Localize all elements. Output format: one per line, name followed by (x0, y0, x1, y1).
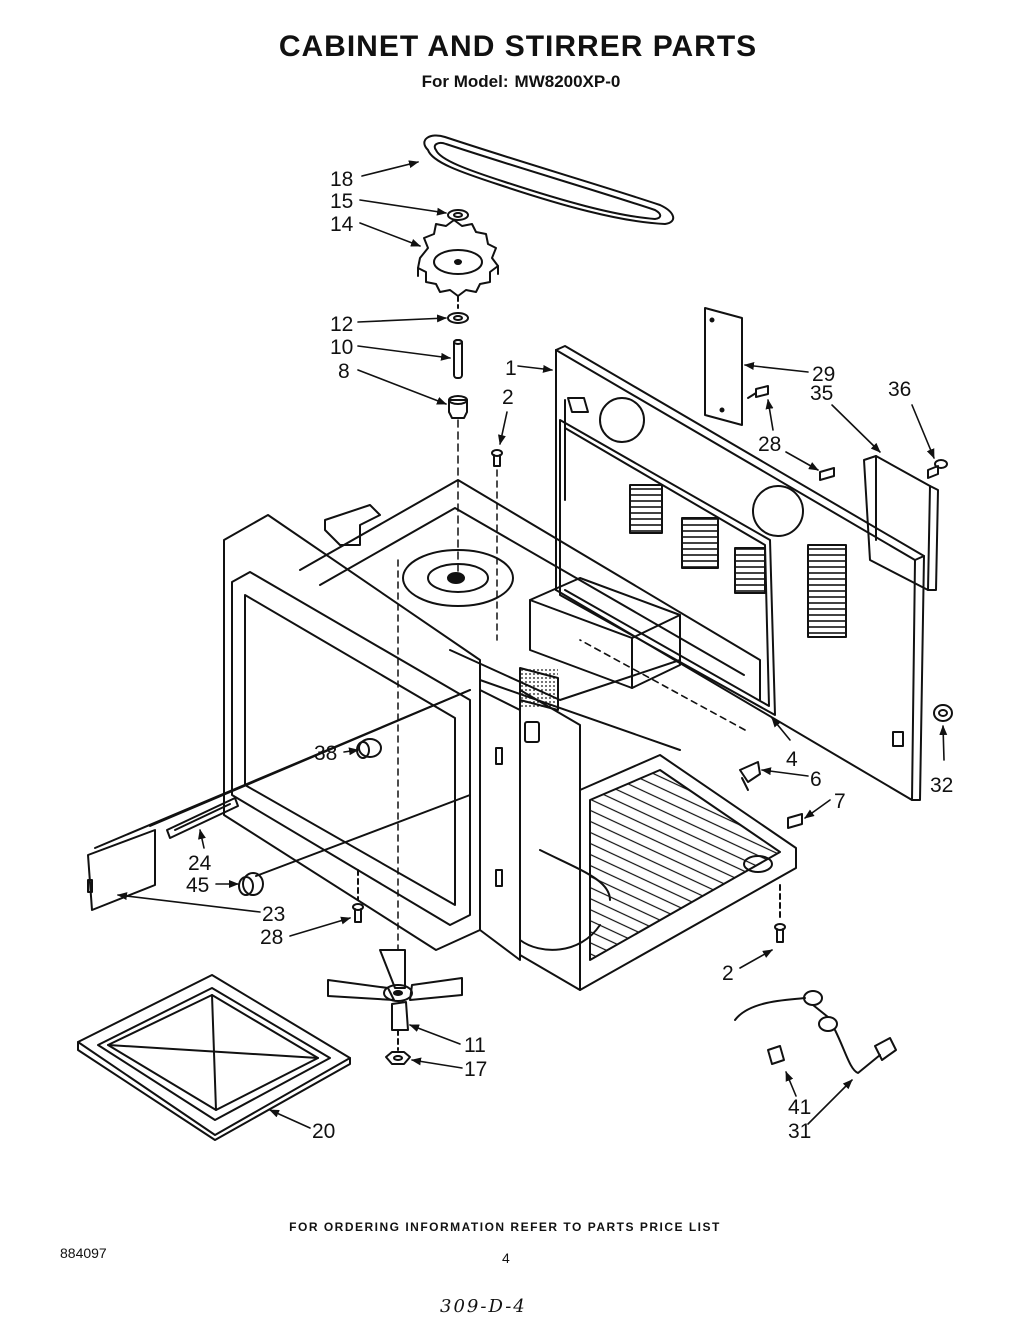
latch-bar-part (166, 797, 239, 839)
callout-10: 10 (330, 336, 353, 359)
callout-24: 24 (188, 852, 212, 875)
screw-top-part (491, 449, 503, 467)
document-number: 884097 (60, 1245, 107, 1261)
screw-28-top-part (747, 385, 769, 399)
handwritten-code: 309-D-4 (440, 1296, 527, 1317)
base-plate-part (579, 754, 797, 991)
callout-20: 20 (312, 1120, 335, 1143)
callout-2-top: 2 (502, 386, 514, 409)
cabinet-wrapper-part (555, 345, 925, 801)
callout-11: 11 (464, 1034, 486, 1057)
callout-17: 17 (464, 1058, 487, 1081)
callout-labels: 18 15 14 12 10 8 2 1 29 35 36 28 4 6 7 3… (186, 168, 953, 1143)
cover-plate-part (704, 307, 743, 426)
model-label: For Model: (421, 72, 509, 91)
pulley-part (417, 219, 499, 297)
stirrer-blade-part (327, 949, 463, 1031)
ordering-info: FOR ORDERING INFORMATION REFER TO PARTS … (289, 1220, 721, 1234)
front-frame-part (223, 514, 521, 961)
callout-45: 45 (186, 874, 209, 897)
cavity-frame-part (559, 419, 847, 716)
screw-7-part (787, 813, 803, 829)
callout-38: 38 (314, 742, 337, 765)
screw-2-bottom-part (774, 923, 786, 943)
callout-28-bottom: 28 (260, 926, 283, 949)
bottom-tray-part (77, 974, 351, 1141)
callout-41: 41 (788, 1096, 811, 1119)
callout-18: 18 (330, 168, 353, 191)
callout-14: 14 (330, 213, 354, 236)
bearing-part (448, 395, 468, 419)
leader-lines (117, 160, 948, 1129)
screw-28-mid-part (819, 467, 835, 481)
callout-23: 23 (262, 903, 285, 926)
model-number: MW8200XP-0 (514, 72, 621, 91)
bracket-part (863, 455, 939, 591)
grommet-part (933, 704, 953, 722)
callout-4: 4 (786, 748, 798, 771)
callout-32: 32 (930, 774, 953, 797)
door-panel-part (87, 829, 156, 911)
callout-15: 15 (330, 190, 353, 213)
clip-part (447, 209, 469, 221)
callout-28-top: 28 (758, 433, 781, 456)
belt-part (423, 134, 675, 225)
callout-2-bottom: 2 (722, 962, 734, 985)
screw-36-part (927, 459, 948, 479)
callout-35: 35 (810, 382, 833, 405)
screw-28-bottom-part (352, 903, 364, 923)
page-title: CABINET AND STIRRER PARTS (278, 30, 758, 63)
callout-1: 1 (505, 357, 517, 380)
callout-29: 29 (812, 363, 835, 386)
callout-36: 36 (888, 378, 911, 401)
knob-45-part (238, 872, 264, 896)
nut-part (385, 1051, 411, 1065)
washer-part (447, 312, 469, 324)
callout-6: 6 (810, 768, 822, 791)
knob-38-part (356, 738, 382, 759)
cord-clamp-part (767, 1045, 785, 1065)
callout-12: 12 (330, 313, 353, 336)
power-cord-part (734, 990, 897, 1074)
model-subtitle: For Model: MW8200XP-0 (0, 72, 1036, 92)
clip-6-part (739, 761, 761, 791)
shaft-part (453, 339, 463, 379)
oven-cavity-part (299, 479, 761, 751)
callout-7: 7 (834, 790, 846, 813)
callout-8: 8 (338, 360, 350, 383)
page-number: 4 (502, 1250, 510, 1266)
callout-31: 31 (788, 1120, 811, 1143)
